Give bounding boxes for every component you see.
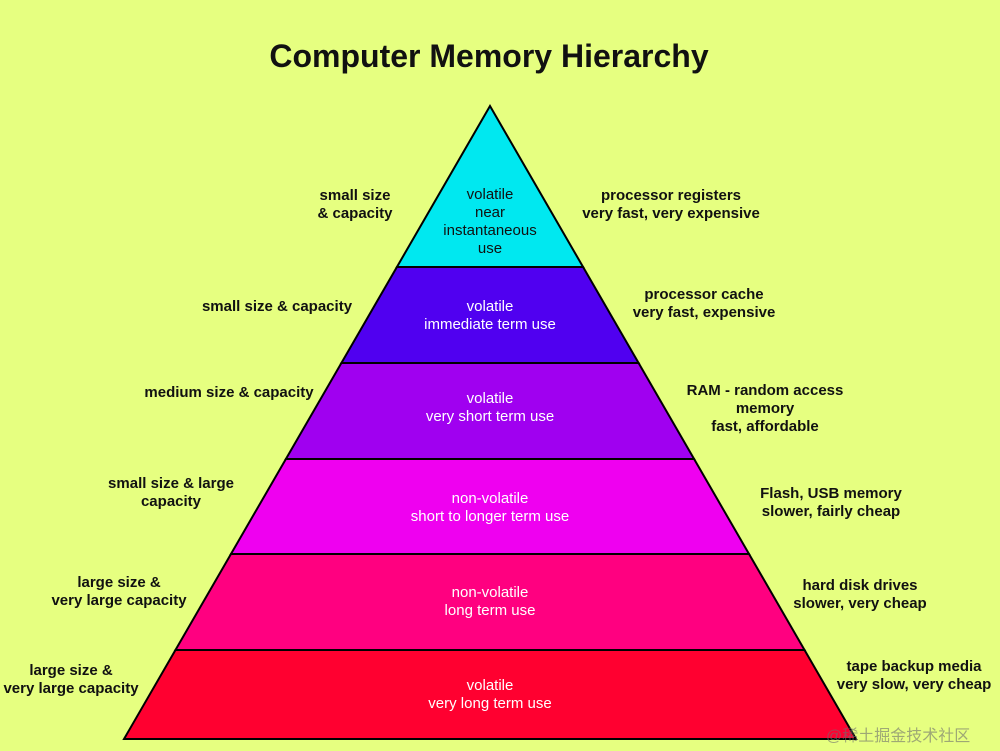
- tier-2-left-line: small size & capacity: [201, 298, 353, 315]
- tier-4-left-line: capacity: [140, 493, 202, 510]
- tier-2-description-line: volatile: [466, 298, 514, 315]
- tier-1-description-line: use: [477, 240, 503, 257]
- tier-6-left-line: large size &: [29, 662, 113, 679]
- tier-1-description-line: near: [474, 204, 506, 221]
- tier-2-right-line: very fast, expensive: [632, 304, 776, 321]
- tier-3-size-label: medium size & capacity: [144, 384, 313, 402]
- tier-3-description-line: very short term use: [425, 408, 555, 425]
- tier-2-description-line: immediate term use: [424, 316, 556, 333]
- tier-5-description-line: long term use: [444, 602, 536, 619]
- tier-4-right-line: Flash, USB memory: [760, 485, 902, 502]
- tier-2-right-line: processor cache: [644, 286, 764, 303]
- tier-3-left-line: medium size & capacity: [144, 384, 314, 401]
- tier-1-right-line: very fast, very expensive: [582, 205, 760, 222]
- tier-5-right-line: hard disk drives: [802, 577, 918, 594]
- watermark: @稀土掘金技术社区: [826, 728, 971, 745]
- tier-1-right-line: processor registers: [600, 187, 742, 204]
- tier-1-size-label: small size& capacity: [317, 187, 392, 223]
- tier-3-right-line: RAM - random access: [686, 382, 844, 399]
- tier-6-left-line: very large capacity: [3, 680, 139, 697]
- tier-2-size-label: small size & capacity: [202, 298, 352, 316]
- tier-1-left-line: small size: [319, 187, 391, 204]
- tier-4-left-line: small size & large: [108, 475, 234, 492]
- tier-5-right-line: slower, very cheap: [793, 595, 927, 612]
- tier-1-left-line: & capacity: [317, 205, 393, 222]
- tier-5-size-label: large size &very large capacity: [51, 574, 186, 610]
- tier-3-description-line: volatile: [466, 390, 514, 407]
- tier-6-size-label: large size &very large capacity: [3, 662, 138, 698]
- tier-1-description-line: volatile: [466, 186, 514, 203]
- tier-3-right-line: fast, affordable: [711, 418, 819, 435]
- tier-5-left-line: very large capacity: [51, 592, 187, 609]
- tier-6-description-line: very long term use: [428, 695, 552, 712]
- tier-3-right-line: memory: [735, 400, 795, 417]
- tier-5-left-line: large size &: [77, 574, 161, 591]
- tier-1-description-line: instantaneous: [443, 222, 537, 239]
- tier-4-description-line: short to longer term use: [410, 508, 570, 525]
- pyramid-tier-6: [122, 649, 858, 740]
- tier-4-right-line: slower, fairly cheap: [761, 503, 901, 520]
- tier-5-description-line: non-volatile: [451, 584, 529, 601]
- page-title: Computer Memory Hierarchy: [269, 38, 709, 74]
- tier-4-description-line: non-volatile: [451, 490, 529, 507]
- tier-6-right-line: very slow, very cheap: [836, 676, 992, 693]
- tier-6-right-line: tape backup media: [846, 658, 982, 675]
- tier-6-description-line: volatile: [466, 677, 514, 694]
